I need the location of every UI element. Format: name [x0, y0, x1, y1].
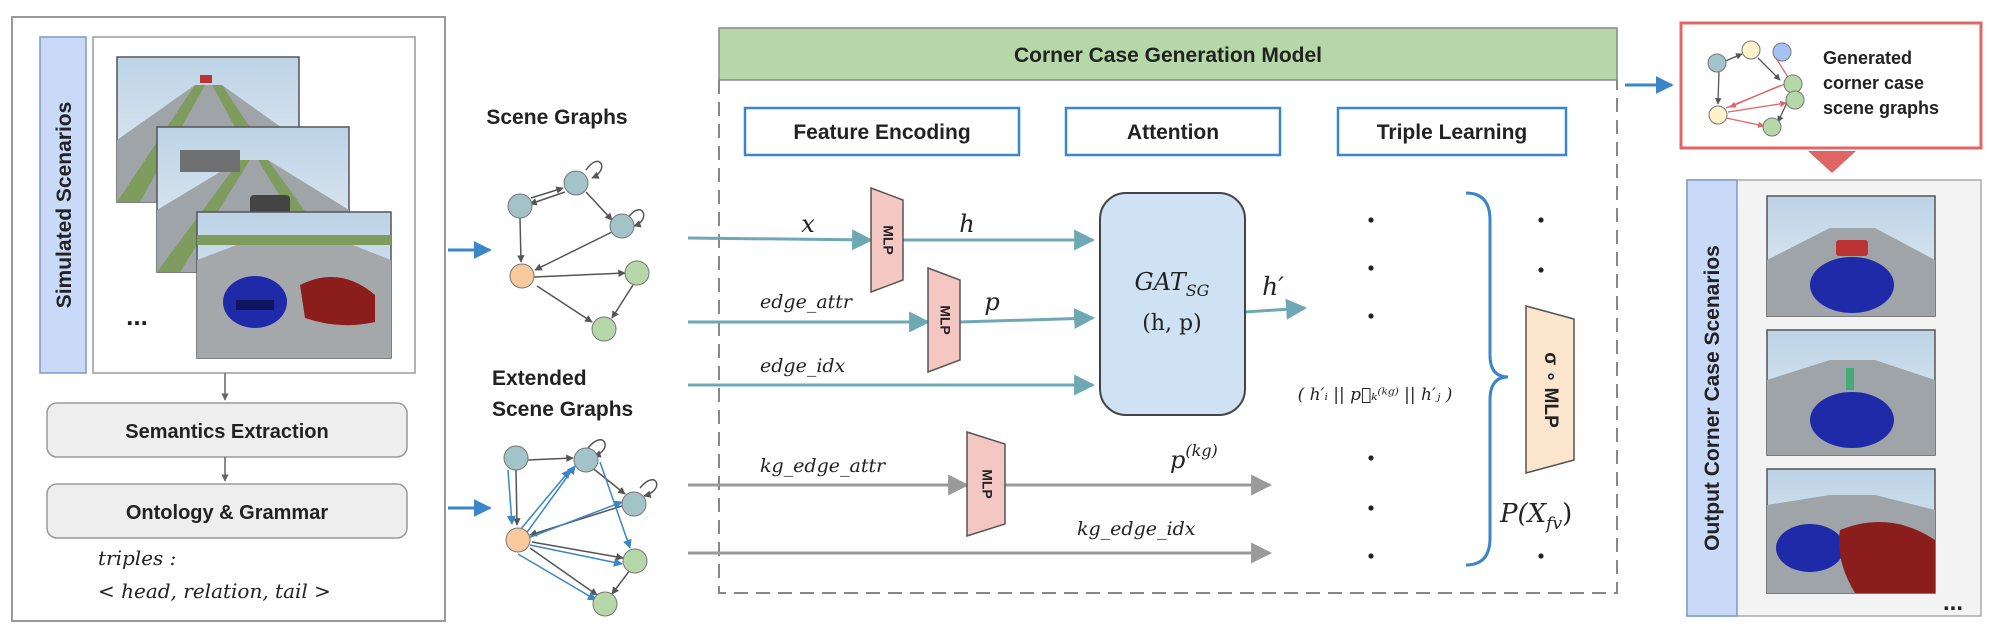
blue-car: [1810, 392, 1894, 448]
triples-format: < head, relation, tail >: [98, 579, 331, 603]
graph-node: [592, 591, 618, 617]
input-x-label: x: [801, 210, 815, 238]
generated-graphs-box: Generated corner case scene graphs: [1679, 21, 1983, 150]
mlp-edge-attr: MLP: [927, 266, 961, 374]
blue-car: [1776, 524, 1844, 572]
arrow-x: [687, 229, 874, 251]
scenario-screenshot-3: [196, 211, 392, 359]
scene-graph-nodes: [507, 170, 650, 342]
simulated-scenarios-label-box: [39, 36, 87, 374]
input-edge-attr-label: edge_attr: [760, 291, 854, 313]
scene-graphs-title: Scene Graphs: [486, 106, 627, 129]
more-scenarios-ellipsis: ...: [126, 301, 148, 331]
output-p-label: p: [984, 288, 999, 316]
graph-node: [1708, 105, 1728, 125]
generated-line1: Generated: [1823, 48, 1912, 68]
triple-learning-header: [1336, 106, 1568, 157]
arrow-p: [959, 308, 1096, 330]
graph-node: [1772, 42, 1792, 62]
graph-node: [1785, 90, 1805, 110]
triple-formula: ( h′ᵢ || p⃗ₖ⁽ᵏᵍ⁾ || h′ⱼ ): [1298, 385, 1453, 405]
attention-header: [1064, 106, 1282, 157]
generated-down-marker: [1808, 151, 1856, 173]
output-corner-case-label: Output Corner Case Scenarios: [1701, 245, 1724, 551]
dots-left-top: [1368, 217, 1374, 319]
output-label-box: [1686, 179, 1738, 617]
graph-node: [505, 527, 531, 553]
graph-node: [507, 193, 533, 219]
triple-learning-label: Triple Learning: [1377, 121, 1528, 144]
graph-node: [621, 491, 647, 517]
blue-car: [1810, 257, 1894, 313]
gat-args: (h, p): [1142, 311, 1201, 336]
graph-node: [563, 170, 589, 196]
graph-node: [622, 548, 648, 574]
graph-node: [1707, 53, 1727, 73]
semantics-extraction-label: Semantics Extraction: [125, 421, 328, 443]
graph-node: [609, 213, 635, 239]
gat-label: GATSG: [1135, 268, 1210, 300]
graph-node: [591, 316, 617, 342]
output-screenshot-2: [1766, 329, 1936, 456]
output-screenshot-1: [1766, 195, 1936, 317]
semantics-extraction-box: [46, 402, 408, 458]
graph-node: [503, 445, 529, 471]
red-car: [300, 277, 375, 326]
graph-node: [573, 447, 599, 473]
triple-brace: [1465, 191, 1509, 567]
corner-case-model: Corner Case Generation Model Feature Enc…: [687, 27, 1618, 594]
ontology-grammar-box: [46, 483, 408, 539]
model-title: Corner Case Generation Model: [1014, 44, 1322, 67]
sigma-mlp-block: [1525, 305, 1575, 474]
dots-right-top: [1538, 217, 1544, 273]
generated-line2: corner case: [1823, 73, 1924, 93]
generated-line3: scene graphs: [1823, 98, 1939, 118]
graph-node: [624, 260, 650, 286]
probability-label: P(Xfv): [1499, 499, 1572, 534]
dots-right-bottom: [1538, 553, 1544, 559]
extended-title-line2: Scene Graphs: [492, 398, 633, 421]
mlp-kg-label: MLP: [979, 469, 995, 499]
triples-label: triples :: [98, 546, 176, 570]
gat-box: [1099, 192, 1246, 416]
output-h-label: h: [959, 210, 974, 238]
attention-label: Attention: [1127, 121, 1219, 144]
graph-node: [1741, 40, 1761, 60]
scene-graph: [517, 160, 645, 323]
input-kg-edge-idx-label: kg_edge_idx: [1077, 518, 1196, 540]
graph-node: [1783, 74, 1803, 94]
generated-frame: [1679, 21, 1983, 150]
simulated-scenarios-label: Simulated Scenarios: [53, 102, 76, 309]
extended-title-line1: Extended: [492, 367, 587, 390]
model-title-bar: [718, 27, 1618, 81]
mlp-edge-attr-label: MLP: [937, 305, 953, 335]
h-prime-label: h′: [1262, 272, 1284, 301]
extended-graph-edges: [506, 439, 658, 601]
output-panel: Output Corner Case Scenarios ...: [1686, 179, 1982, 617]
sigma-mlp-label: σ ∘ MLP: [1540, 352, 1561, 428]
output-screenshot-3: [1766, 468, 1936, 594]
mlp-x: MLP: [870, 186, 904, 294]
arrow-h-prime: [1244, 298, 1308, 320]
ontology-grammar-label: Ontology & Grammar: [126, 502, 328, 524]
input-edge-idx-label: edge_idx: [760, 355, 846, 377]
mlp-x-label: MLP: [880, 225, 896, 255]
red-car: [1839, 522, 1935, 593]
more-outputs-ellipsis: ...: [1943, 589, 1963, 616]
feature-encoding-label: Feature Encoding: [793, 121, 970, 144]
extended-graph-nodes: [503, 445, 648, 617]
dots-left-bottom: [1368, 455, 1374, 559]
graph-node: [509, 263, 535, 289]
input-kg-edge-attr-label: kg_edge_attr: [760, 455, 887, 477]
feature-encoding-header: [743, 106, 1021, 157]
left-panel: Simulated Scenarios ...: [11, 16, 446, 622]
graph-node: [1762, 117, 1782, 137]
output-p-kg-label: p(kg): [1170, 441, 1218, 474]
mlp-kg: MLP: [966, 430, 1006, 538]
